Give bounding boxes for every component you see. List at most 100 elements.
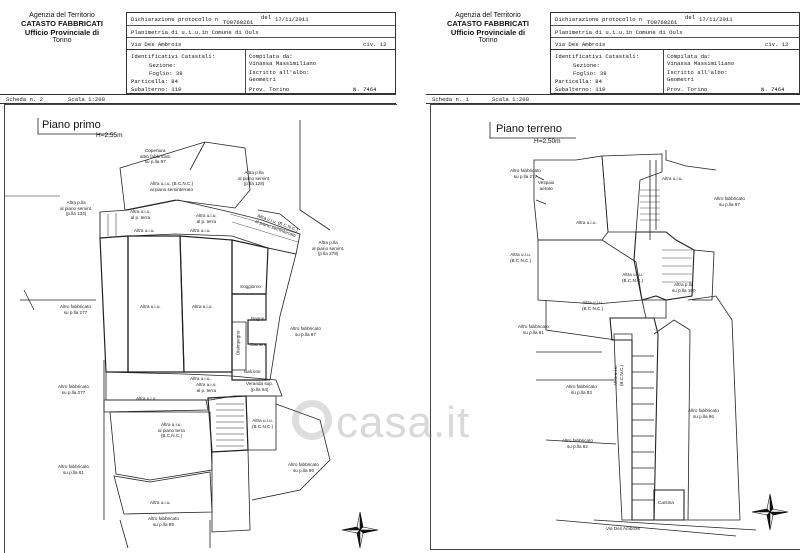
ident-title: Identificativi Catastali: — [555, 53, 639, 60]
sezione: Sezione: — [573, 62, 600, 69]
agency-section: CATASTO FABBRICATI — [447, 19, 529, 29]
ident-box: Identificativi Catastali: Sezione: Fogli… — [126, 50, 396, 94]
scheda-label: Scheda n. 2 — [6, 96, 43, 103]
plan-label: Altra u.i.u. al p. terra — [130, 209, 151, 220]
planimetria-label: Planimetria di u.i.u.in Comune di Oulx — [131, 29, 259, 36]
floor-plan-drawing — [5, 120, 331, 549]
particella: Particella: 84 — [131, 78, 178, 85]
plan-label: Disimpegno — [235, 330, 241, 355]
plan-label: Altra p.lla al piano semint. (p.lla 278) — [312, 240, 345, 256]
albo: Geometri — [249, 76, 276, 83]
floor-height: H=2,55m — [96, 132, 123, 139]
floor-title-underline — [489, 122, 576, 139]
floor-title: Piano terreno — [496, 123, 563, 135]
protocol-del: del — [685, 14, 696, 21]
compiler-name: Vinassa Massimiliano — [249, 60, 317, 67]
plan-label: Altra u.i.u. (B.C.N.C.) al piano seminte… — [150, 181, 194, 192]
address: Via Des Ambrois — [131, 41, 182, 48]
plan-label: Balcone — [244, 369, 261, 374]
plan-label: Altra u.i.u. — [140, 304, 161, 309]
plan-label: Veranda sup. (p.lla 84) — [246, 381, 274, 392]
plan-label: Altra p.lla su p.lla 190 — [672, 282, 696, 293]
agency-office: Ufficio Provinciale di — [450, 27, 526, 37]
plan-label: Altro fabbricato su p.lla 96 — [688, 408, 719, 419]
plan-label: Altro fabbricato su p.lla 82 — [562, 438, 593, 449]
agency-city: Torino — [52, 37, 72, 45]
albo: Geometri — [667, 76, 694, 83]
province: Prov. Torino — [249, 86, 290, 93]
plan-label: Altro fabbricato su p.lla 277 — [58, 384, 89, 395]
plan-label: Camera — [250, 342, 267, 347]
agency-name: Agenzia del Territorio — [455, 12, 521, 19]
civic-number: civ. 12 — [765, 41, 789, 48]
plan-label: Vespaio aerato — [538, 180, 555, 191]
plan-label: Soggiorno — [240, 284, 261, 289]
agency-city: Torino — [478, 37, 498, 45]
particella: Particella: 84 — [555, 78, 602, 85]
header-box: Dichiarazione protocollo n TO0760261 del… — [550, 12, 800, 50]
plan-label: Altro fabbricato su p.lla 97 — [290, 326, 321, 337]
plan-label: Altro fabbricato su p.lla 96 — [288, 462, 319, 473]
plan-label: Bagno — [251, 316, 265, 321]
plan-label: Cantina — [658, 500, 674, 505]
plan-label: Altra u.i.u. (B.C.N.C.) — [582, 300, 604, 311]
plan-label: Altra p.lla al piano semint. (p.lla 134) — [60, 200, 93, 216]
plan-label: Altra u.i.u. — [134, 228, 155, 233]
plan-label: Altra u.i.u. — [190, 376, 211, 381]
agency-block: Agenzia del Territorio CATASTO FABBRICAT… — [0, 12, 124, 45]
plan-label: Copertura altro fabbricato su p.lla 97 — [140, 148, 171, 164]
plan-label: Altra u.i.u. (B.C.N.C.) — [252, 418, 274, 429]
foglio: Foglio: 38 — [573, 70, 607, 77]
scale-label: Scala 1:200 — [68, 96, 105, 103]
sheet-piano-primo: Agenzia del Territorio CATASTO FABBRICAT… — [0, 0, 397, 553]
subalterno: Subalterno: 119 — [131, 86, 182, 93]
foglio: Foglio: 38 — [149, 70, 183, 77]
scale-label: Scala 1:200 — [492, 96, 529, 103]
subalterno: Subalterno: 119 — [555, 86, 606, 93]
plan-label: Altro fabbricato su p.lla 89 — [148, 516, 179, 527]
compilata-label: Compilata da: — [249, 53, 293, 60]
plan-label: Altra u.i.u. (B.C.N.C.) — [622, 272, 644, 283]
agency-section: CATASTO FABBRICATI — [21, 19, 103, 29]
ident-box: Identificativi Catastali: Sezione: Fogli… — [550, 50, 800, 94]
plan-label: Altra u.i.u. al p. terra — [196, 382, 217, 393]
floor-plan-drawing — [533, 150, 757, 537]
floor-plan-frame — [4, 104, 397, 553]
sezione: Sezione: — [149, 62, 176, 69]
plan-label: Altra u.i.u. (B.C.N.C.) — [613, 364, 624, 387]
agency-name: Agenzia del Territorio — [29, 12, 95, 19]
compiler-name: Vinassa Massimiliano — [667, 60, 735, 67]
protocol-date: 17/11/2011 — [699, 16, 733, 23]
floor-plan-frame — [430, 104, 800, 550]
civic-number: civ. 12 — [363, 41, 387, 48]
plan-label: Altra u.i.u. — [662, 176, 683, 181]
agency-office: Ufficio Provinciale di — [24, 27, 100, 37]
watermark-logo-icon — [292, 400, 332, 440]
iscritto-label: Iscritto all'albo: — [249, 69, 310, 76]
plan-label: Altro fabbricato su p.lla 83 — [566, 384, 597, 395]
north-arrow-icon — [751, 493, 789, 531]
protocol-number: TO0760261 — [647, 19, 678, 26]
agency-block: Agenzia del Territorio CATASTO FABBRICAT… — [426, 12, 550, 45]
plan-label: Altra u.i.u. — [192, 304, 213, 309]
plan-label: Altra p.lla al piano semint. (p.lla 128) — [238, 170, 271, 186]
iscritto-label: Iscritto all'albo: — [667, 69, 728, 76]
plan-label: Altra u.i.u. — [150, 500, 171, 505]
protocol-label: Dichiarazione protocollo n — [555, 16, 643, 23]
protocol-date: 17/11/2011 — [275, 16, 309, 23]
compilata-label: Compilata da: — [667, 53, 711, 60]
plan-label: Altra u.i.u. al p. terra — [196, 213, 217, 224]
protocol-number: TO0760261 — [223, 19, 254, 26]
registration-number: N. 7464 — [761, 86, 785, 93]
address: Via Des Ambrois — [555, 41, 606, 48]
plan-label: Altro fabbricato su p.lla 97 — [714, 196, 745, 207]
plan-label: Altra u.i.u. — [190, 228, 211, 233]
province: Prov. Torino — [667, 86, 708, 93]
sheet-piano-terreno: Agenzia del Territorio CATASTO FABBRICAT… — [426, 0, 800, 552]
scale-bar: Scheda n. 1 Scala 1:200 — [426, 94, 800, 104]
protocol-label: Dichiarazione protocollo n — [131, 16, 219, 23]
floor-title: Piano primo — [42, 119, 101, 131]
floor-height: H=2,50m — [534, 138, 561, 145]
plan-label: Altro fabbricato su p.lla 61 — [518, 324, 549, 335]
plan-label: Altra u.i.u. al piano terra (B.C.N.C.) — [158, 422, 185, 438]
